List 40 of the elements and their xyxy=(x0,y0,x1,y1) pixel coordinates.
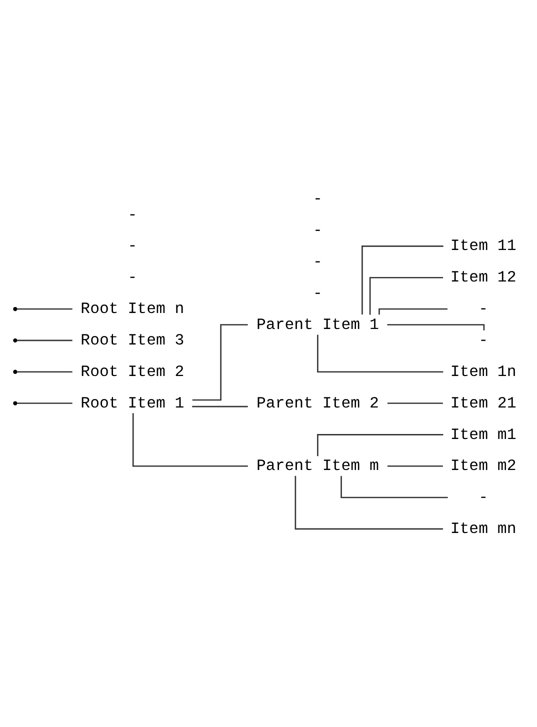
connector xyxy=(16,402,72,404)
node-text: Item 11 xyxy=(450,236,516,255)
connector xyxy=(16,339,72,341)
connector xyxy=(387,464,443,466)
node-text: Root Item 2 xyxy=(80,362,184,380)
node-text: Root Item 1 xyxy=(80,394,184,412)
node-text: Item m1 xyxy=(450,425,516,444)
connector xyxy=(362,245,444,314)
connector xyxy=(369,276,444,314)
node-text: Item m2 xyxy=(450,456,516,475)
node-text: Parent Item 1 xyxy=(256,315,379,334)
node-text: Item 21 xyxy=(450,394,516,412)
node-text: Parent Item 2 xyxy=(256,394,379,412)
label: - xyxy=(312,190,322,208)
label: - xyxy=(128,236,138,255)
label: - xyxy=(128,205,138,224)
connector xyxy=(192,405,248,407)
node-text: Root Item n xyxy=(80,300,184,318)
connector xyxy=(340,476,448,498)
node-text: Item mn xyxy=(450,520,516,538)
connector xyxy=(317,334,444,372)
connector xyxy=(16,370,72,372)
connector xyxy=(387,402,443,404)
label: - xyxy=(312,221,322,240)
node-text: - xyxy=(478,300,488,318)
connector xyxy=(294,475,443,530)
label: - xyxy=(128,268,138,286)
node-text: - xyxy=(478,488,488,506)
node-text: Item 12 xyxy=(450,268,516,286)
connector xyxy=(378,308,448,314)
node-text: Item 1n xyxy=(450,362,516,380)
connector xyxy=(317,434,444,456)
node-text: Root Item 3 xyxy=(80,330,184,349)
connector xyxy=(192,324,248,400)
label: - xyxy=(312,284,322,302)
node-text: - xyxy=(478,330,488,349)
connector xyxy=(132,412,248,466)
label: - xyxy=(312,252,322,270)
node-text: Parent Item m xyxy=(256,456,379,475)
connector xyxy=(16,308,72,310)
